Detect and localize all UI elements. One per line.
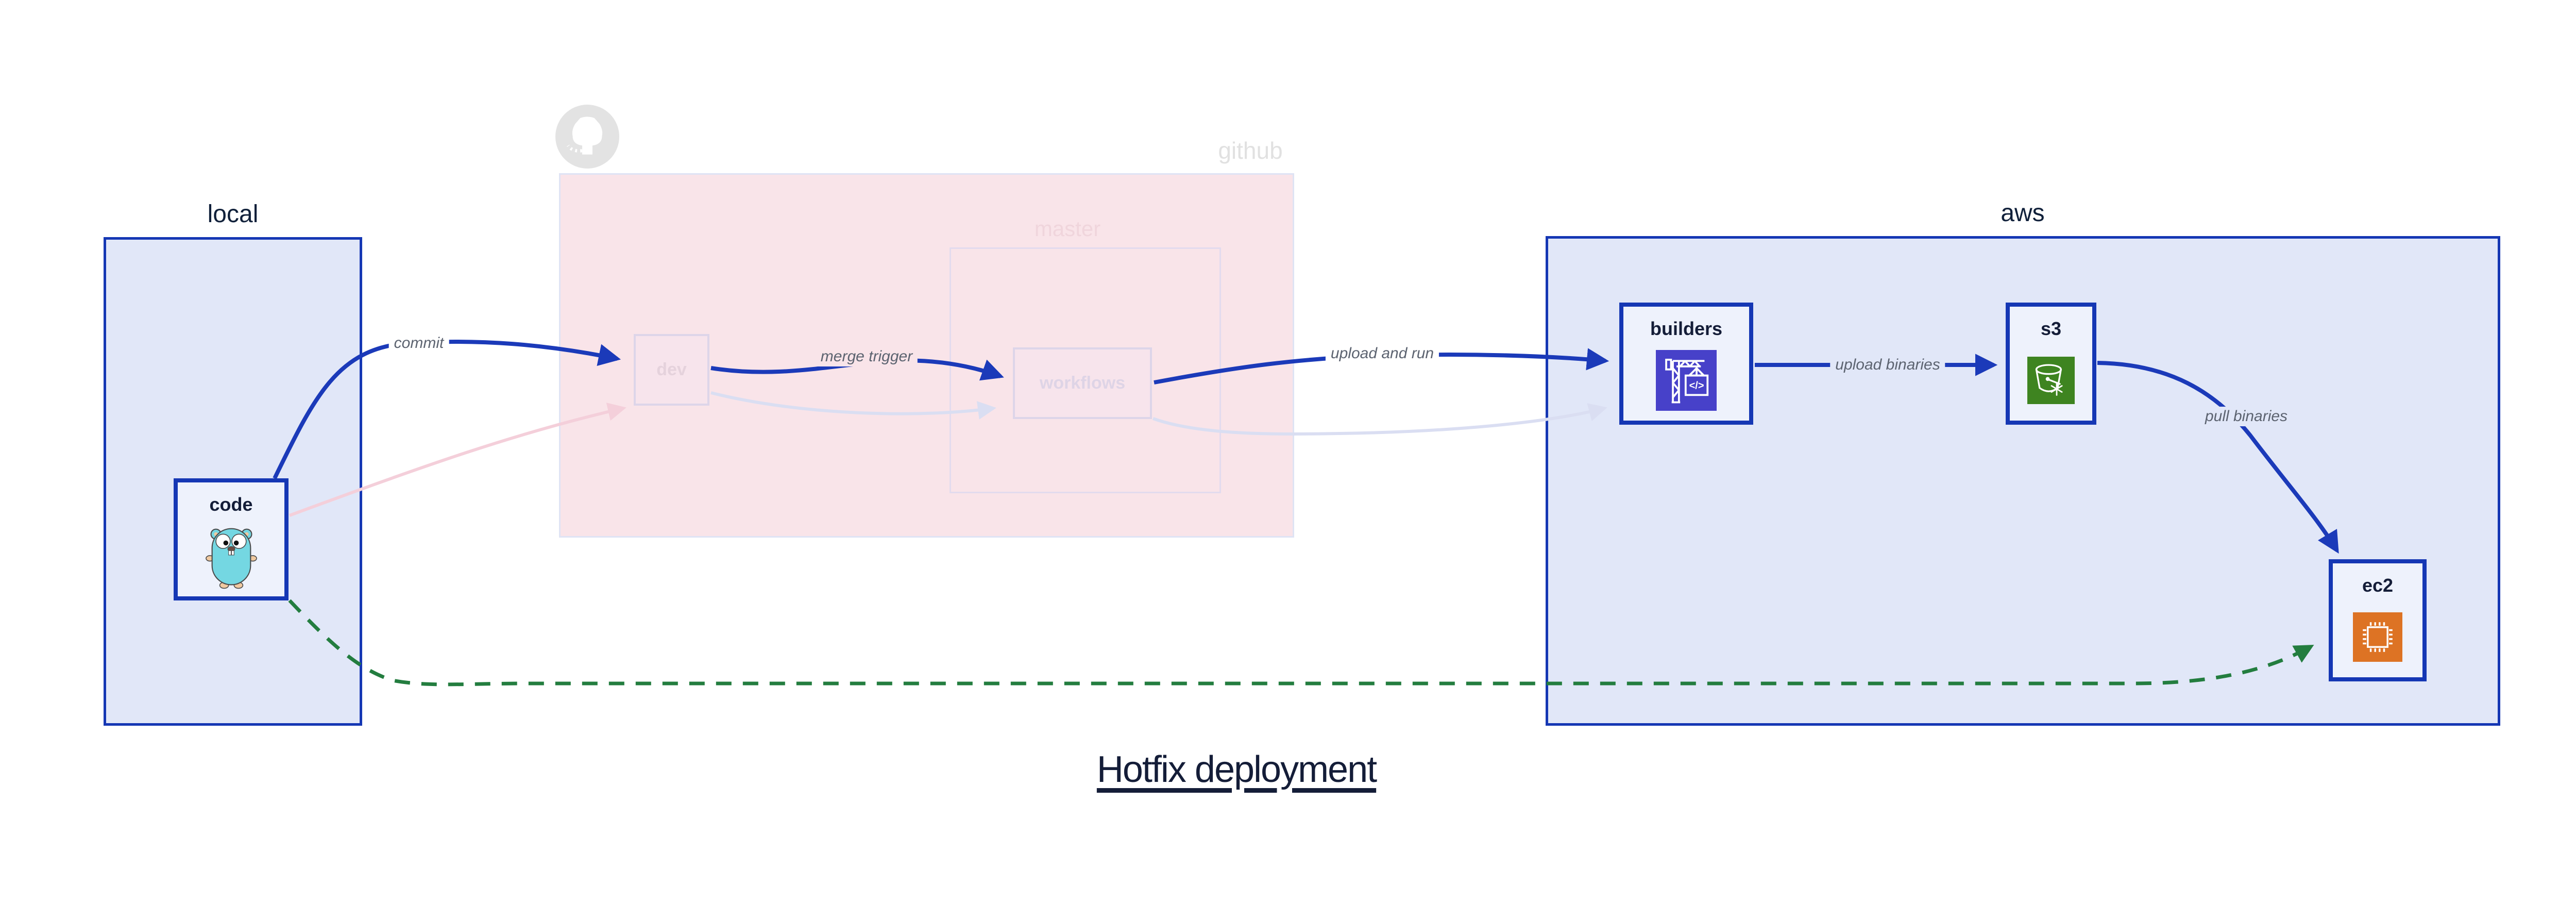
edge-label-commit: commit <box>388 333 449 353</box>
aws-group-label: aws <box>2001 199 2045 227</box>
edge-label-upload-binaries: upload binaries <box>1830 355 1945 375</box>
diagram-title: Hotfix deployment <box>1096 749 1377 790</box>
node-s3-label: s3 <box>2040 318 2062 339</box>
go-gopher-icon <box>205 528 257 589</box>
node-code-label: code <box>209 494 253 515</box>
edge-code-dev-faded <box>289 403 626 517</box>
codebuild-crane-icon: </> <box>1656 349 1717 411</box>
node-builders: builders <box>1619 303 1753 425</box>
edge-dev-workflows-faded <box>710 391 996 420</box>
edge-label-upload-and-run: upload and run <box>1325 344 1439 363</box>
edge-label-pull-binaries: pull binaries <box>2199 407 2293 426</box>
ec2-chip-icon <box>2353 612 2402 662</box>
github-group-label: github <box>1218 137 1283 164</box>
codebuild-code-glyph: </> <box>1689 380 1704 391</box>
edge-pull-binaries <box>2097 361 2339 554</box>
edge-workflows-builders-faded <box>1152 403 1607 436</box>
local-group-label: local <box>207 201 259 228</box>
node-workflows: workflows <box>1013 347 1152 419</box>
edge-hotfix-dashed <box>288 599 2314 687</box>
node-code: code <box>174 478 289 600</box>
node-builders-label: builders <box>1650 318 1723 339</box>
node-workflows-label: workflows <box>1039 373 1126 393</box>
edge-label-merge-trigger: merge trigger <box>815 347 918 366</box>
node-dev-label: dev <box>656 360 687 379</box>
master-group-label: master <box>1034 216 1101 241</box>
github-octocat-icon <box>555 105 619 169</box>
node-s3: s3 <box>2006 303 2096 425</box>
node-dev: dev <box>634 334 709 406</box>
node-ec2: ec2 <box>2329 559 2427 681</box>
s3-bucket-icon <box>2027 356 2075 404</box>
node-ec2-label: ec2 <box>2362 575 2394 596</box>
